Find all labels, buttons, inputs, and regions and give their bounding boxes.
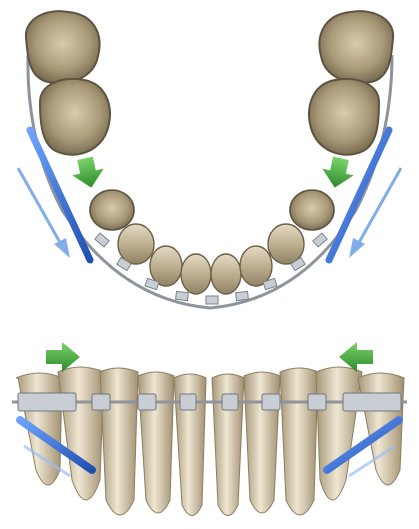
tooth-canine-right <box>268 224 304 264</box>
bracket <box>180 394 196 410</box>
tooth <box>244 372 280 513</box>
tooth-lateral-right <box>240 246 272 286</box>
molar-left-upper <box>26 11 100 83</box>
bracket <box>138 394 156 410</box>
tooth <box>58 367 104 500</box>
molar-left-lower <box>40 79 110 155</box>
tooth-canine-left <box>118 224 154 264</box>
bracket <box>222 394 238 410</box>
left-molars <box>26 11 110 155</box>
molar-right-lower <box>309 79 379 155</box>
right-molars <box>309 11 393 155</box>
bracket <box>95 233 109 247</box>
bracket <box>308 394 326 410</box>
tooth <box>280 368 318 515</box>
tooth <box>316 367 362 500</box>
bracket <box>18 393 76 411</box>
tooth <box>138 372 174 513</box>
tooth-lateral-left <box>150 246 182 286</box>
tooth-premolar-left <box>90 190 134 230</box>
tooth-central-right <box>211 254 241 294</box>
tooth-central-left <box>181 254 211 294</box>
blue-arrow-icon <box>349 168 401 258</box>
bracket <box>313 233 327 247</box>
bracket <box>206 296 218 304</box>
bracket <box>262 394 280 410</box>
bracket <box>176 291 189 300</box>
green-arrow-icon <box>69 155 107 191</box>
bracket <box>343 393 401 411</box>
frontal-view <box>12 342 407 516</box>
tooth <box>100 368 138 515</box>
bracket <box>92 394 110 410</box>
tooth-premolar-right <box>290 190 334 230</box>
occlusal-view <box>18 11 401 308</box>
bracket <box>236 291 249 300</box>
lower-teeth-row <box>16 367 404 516</box>
molar-right-upper <box>319 11 393 83</box>
green-arrow-icon <box>319 155 357 191</box>
